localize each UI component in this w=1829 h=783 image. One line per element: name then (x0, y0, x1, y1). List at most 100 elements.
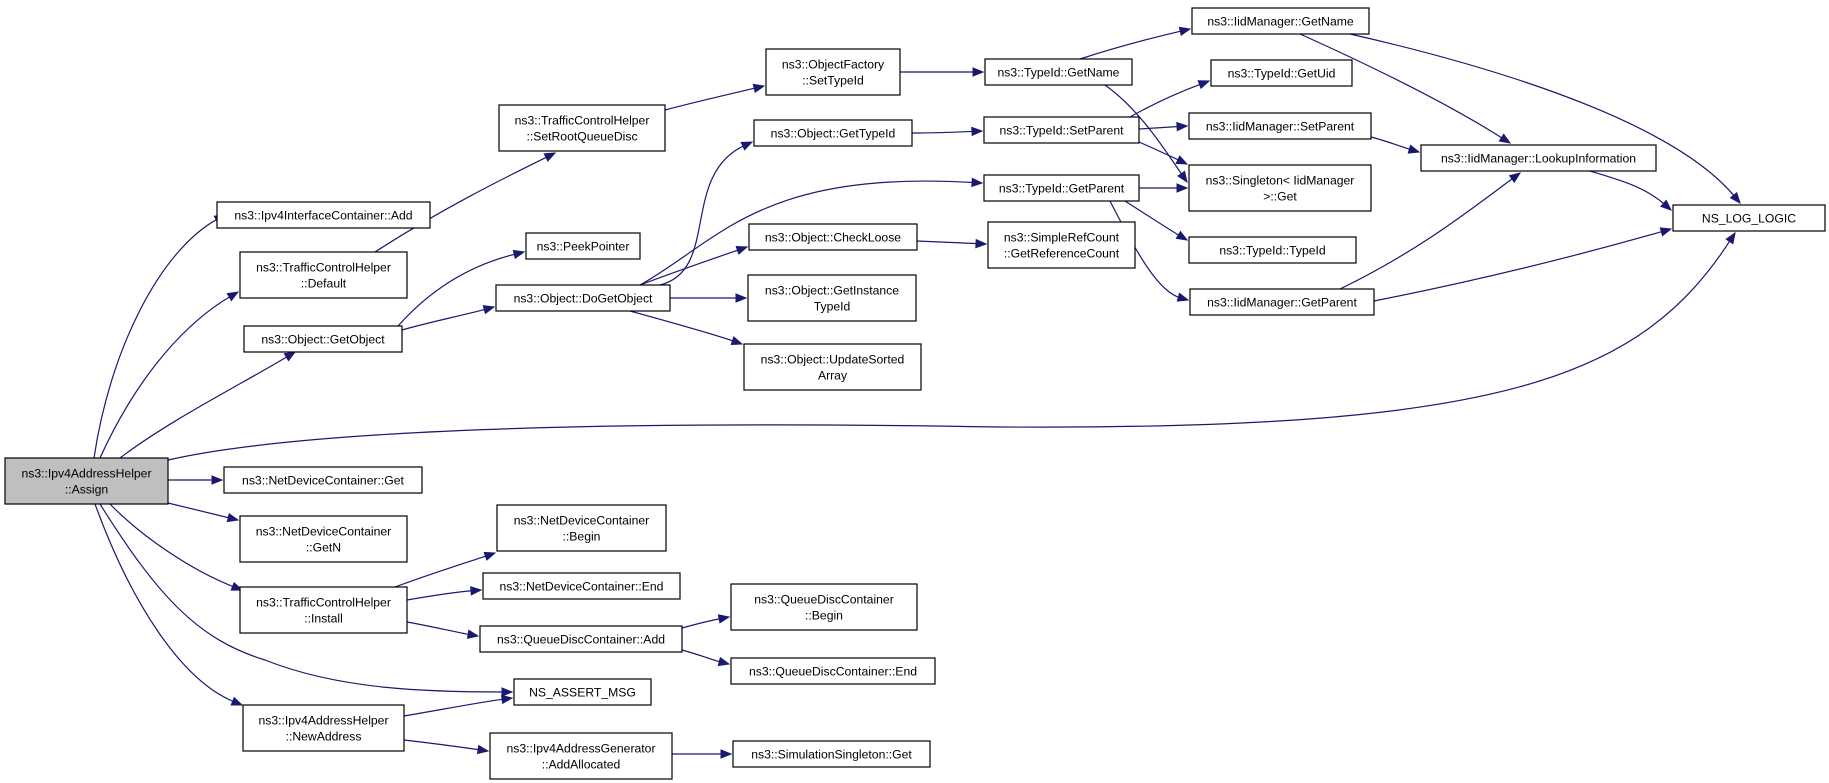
node-box (498, 104, 666, 152)
node-tid-getuid[interactable]: ns3::TypeId::GetUid (1210, 59, 1353, 87)
edge-line (1129, 83, 1202, 118)
node-box (1188, 164, 1372, 212)
node-simsingleton[interactable]: ns3::SimulationSingleton::Get (732, 740, 931, 768)
node-box (1188, 236, 1357, 264)
node-label-line: ns3::TypeId::GetName (998, 66, 1120, 80)
arrowhead (735, 293, 748, 303)
node-log-logic[interactable]: NS_LOG_LOGIC (1672, 204, 1826, 232)
edge-tch_install-to-qdc_add (406, 621, 480, 639)
arrowhead (226, 512, 240, 523)
node-qdc-end[interactable]: ns3::QueueDiscContainer::End (730, 657, 936, 685)
node-ndc-get[interactable]: ns3::NetDeviceContainer::Get (223, 466, 423, 494)
edge-assign-to-ifc_add (93, 214, 227, 459)
node-setroot[interactable]: ns3::TrafficControlHelper::SetRootQueueD… (498, 104, 666, 152)
node-srcount[interactable]: ns3::SimpleRefCount::GetReferenceCount (987, 221, 1136, 269)
node-label-line: ns3::TypeId::GetParent (999, 182, 1125, 196)
edge-line (1370, 136, 1412, 151)
arrowhead (1508, 172, 1522, 184)
node-tid-setparent[interactable]: ns3::TypeId::SetParent (983, 116, 1140, 144)
node-tch-install[interactable]: ns3::TrafficControlHelper::Install (239, 586, 408, 634)
node-label-line: ::Default (301, 277, 347, 291)
edge-tch_default-to-setroot (374, 152, 557, 253)
edge-line (681, 649, 722, 663)
node-dogetobject[interactable]: ns3::Object::DoGetObject (495, 284, 671, 312)
node-newaddr[interactable]: ns3::Ipv4AddressHelper::NewAddress (242, 704, 405, 752)
node-box (1189, 288, 1375, 316)
edge-addralloc-to-simsingleton (672, 749, 733, 759)
node-assert[interactable]: NS_ASSERT_MSG (513, 678, 652, 706)
edge-line (911, 130, 975, 134)
node-box (216, 201, 431, 229)
node-box (730, 583, 918, 631)
node-label-line: ns3::Ipv4AddressHelper (21, 467, 151, 481)
edge-line (1079, 30, 1183, 60)
node-ndc-getn[interactable]: ns3::NetDeviceContainer::GetN (239, 515, 408, 563)
node-of-settypeid[interactable]: ns3::ObjectFactory::SetTypeId (765, 48, 901, 96)
arrowhead (482, 305, 496, 315)
edge-assign-to-newaddr (94, 503, 244, 706)
node-qdc-begin[interactable]: ns3::QueueDiscContainer::Begin (730, 583, 918, 631)
edge-iid_getname-to-log_logic (1349, 33, 1741, 205)
arrowhead (1175, 155, 1189, 165)
node-label-line: ns3::QueueDiscContainer (754, 593, 894, 607)
node-box (496, 504, 667, 552)
edge-getobject-to-peek (397, 249, 526, 327)
edge-dogetobject-to-obj_gettypeid (659, 141, 754, 286)
node-iid-lookup[interactable]: ns3::IidManager::LookupInformation (1420, 144, 1657, 172)
arrowhead (972, 67, 985, 77)
node-obj-gettypeid[interactable]: ns3::Object::GetTypeId (753, 119, 913, 147)
node-iid-getparent[interactable]: ns3::IidManager::GetParent (1189, 288, 1375, 316)
node-ndc-begin[interactable]: ns3::NetDeviceContainer::Begin (496, 504, 667, 552)
node-label-line: >::Get (1263, 190, 1297, 204)
node-box (239, 251, 408, 299)
edge-line (397, 253, 517, 327)
edge-assign-to-tch_install (109, 503, 244, 591)
arrowhead (735, 245, 749, 255)
node-box (983, 174, 1140, 202)
node-iid-setparent[interactable]: ns3::IidManager::SetParent (1188, 112, 1372, 140)
node-label-line: ns3::IidManager::GetName (1207, 15, 1354, 29)
node-tid-typeid[interactable]: ns3::TypeId::TypeId (1188, 236, 1357, 264)
node-tch-default[interactable]: ns3::TrafficControlHelper::Default (239, 251, 408, 299)
edge-assign-to-getobject (119, 351, 297, 459)
node-qdc-add[interactable]: ns3::QueueDiscContainer::Add (479, 625, 683, 653)
edge-tid_getname-to-singleton (1104, 84, 1188, 184)
node-tid-getname[interactable]: ns3::TypeId::GetName (984, 58, 1133, 86)
arrowhead (483, 551, 497, 561)
node-label-line: ns3::TrafficControlHelper (256, 261, 391, 275)
edge-line (1138, 141, 1181, 162)
node-peek[interactable]: ns3::PeekPointer (525, 232, 641, 260)
node-tid-getparent[interactable]: ns3::TypeId::GetParent (983, 174, 1140, 202)
node-ifc-add[interactable]: ns3::Ipv4InterfaceContainer::Add (216, 201, 431, 229)
node-box (730, 657, 936, 685)
node-label-line: ns3::Object::DoGetObject (514, 292, 653, 306)
node-box (223, 466, 423, 494)
node-box (987, 221, 1136, 269)
node-ndc-end[interactable]: ns3::NetDeviceContainer::End (482, 572, 681, 600)
node-addralloc[interactable]: ns3::Ipv4AddressGenerator::AddAllocated (489, 732, 673, 780)
node-label-line: ns3::Object::GetInstance (765, 284, 899, 298)
node-box (239, 515, 408, 563)
node-getobject[interactable]: ns3::Object::GetObject (243, 325, 403, 353)
node-label-line: ns3::Ipv4AddressGenerator (506, 742, 655, 756)
node-singleton[interactable]: ns3::Singleton< IidManager>::Get (1188, 164, 1372, 212)
edge-setroot-to-of_settypeid (664, 83, 766, 111)
edge-line (109, 503, 235, 588)
node-box (1420, 144, 1657, 172)
node-box (482, 572, 681, 600)
node-label-line: ns3::TrafficControlHelper (256, 596, 391, 610)
node-box (242, 704, 405, 752)
edges (93, 26, 1741, 759)
edge-getobject-to-dogetobject (401, 305, 496, 331)
node-box (732, 740, 931, 768)
edge-iid_getparent-to-log_logic (1373, 227, 1673, 302)
node-obj-checkloose[interactable]: ns3::Object::CheckLoose (748, 223, 918, 251)
node-iid-getname[interactable]: ns3::IidManager::GetName (1191, 7, 1370, 35)
node-label-line: NS_LOG_LOGIC (1702, 212, 1796, 226)
node-assign[interactable]: ns3::Ipv4AddressHelper::Assign (4, 457, 169, 505)
edge-assign-to-ndc_getn (167, 502, 240, 523)
node-label-line: ns3::SimulationSingleton::Get (751, 748, 912, 762)
edge-line (1299, 33, 1504, 140)
